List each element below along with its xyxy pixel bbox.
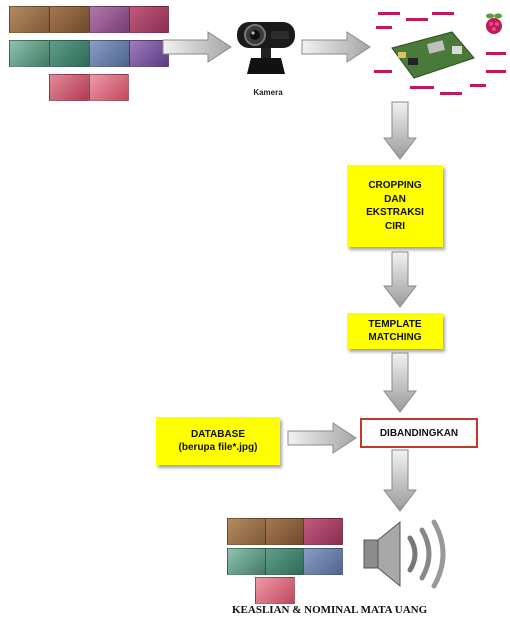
arrow-to-camera: [162, 31, 232, 63]
banknote: [129, 6, 169, 33]
banknote: [265, 518, 305, 545]
banknote: [227, 548, 267, 575]
raspberry-pi-board-icon: [374, 12, 506, 95]
camera-label: Kamera: [253, 88, 283, 97]
banknote: [89, 74, 129, 101]
database-box: DATABASE (berupa file*.jpg): [156, 417, 280, 465]
compare-box: DIBANDINGKAN: [360, 418, 478, 448]
banknote: [227, 518, 267, 545]
banknotes-icon: [9, 6, 49, 33]
arrow-down-4: [382, 449, 418, 512]
banknote: [89, 40, 129, 67]
banknote: [49, 40, 89, 67]
banknote: [89, 6, 129, 33]
banknote: [49, 6, 89, 33]
arrow-down-2: [382, 251, 418, 308]
arrow-down-3: [382, 352, 418, 413]
banknote: [129, 40, 169, 67]
banknote: [49, 74, 89, 101]
speaker-icon: [363, 519, 446, 589]
banknote: [9, 40, 49, 67]
output-caption: KEASLIAN & NOMINAL MATA UANG: [232, 604, 428, 616]
step-template-matching-box: TEMPLATE MATCHING: [347, 313, 443, 349]
banknote: [303, 548, 343, 575]
banknote: [303, 518, 343, 545]
arrow-db-to-compare: [287, 422, 357, 454]
arrow-down-1: [382, 101, 418, 160]
raspberry-logo-icon: [486, 13, 502, 34]
webcam-icon: [237, 22, 295, 74]
step-cropping-box: CROPPING DAN EKSTRAKSI CIRI: [347, 165, 443, 247]
banknote: [265, 548, 305, 575]
arrow-to-board: [301, 31, 371, 63]
banknote: [255, 577, 295, 604]
